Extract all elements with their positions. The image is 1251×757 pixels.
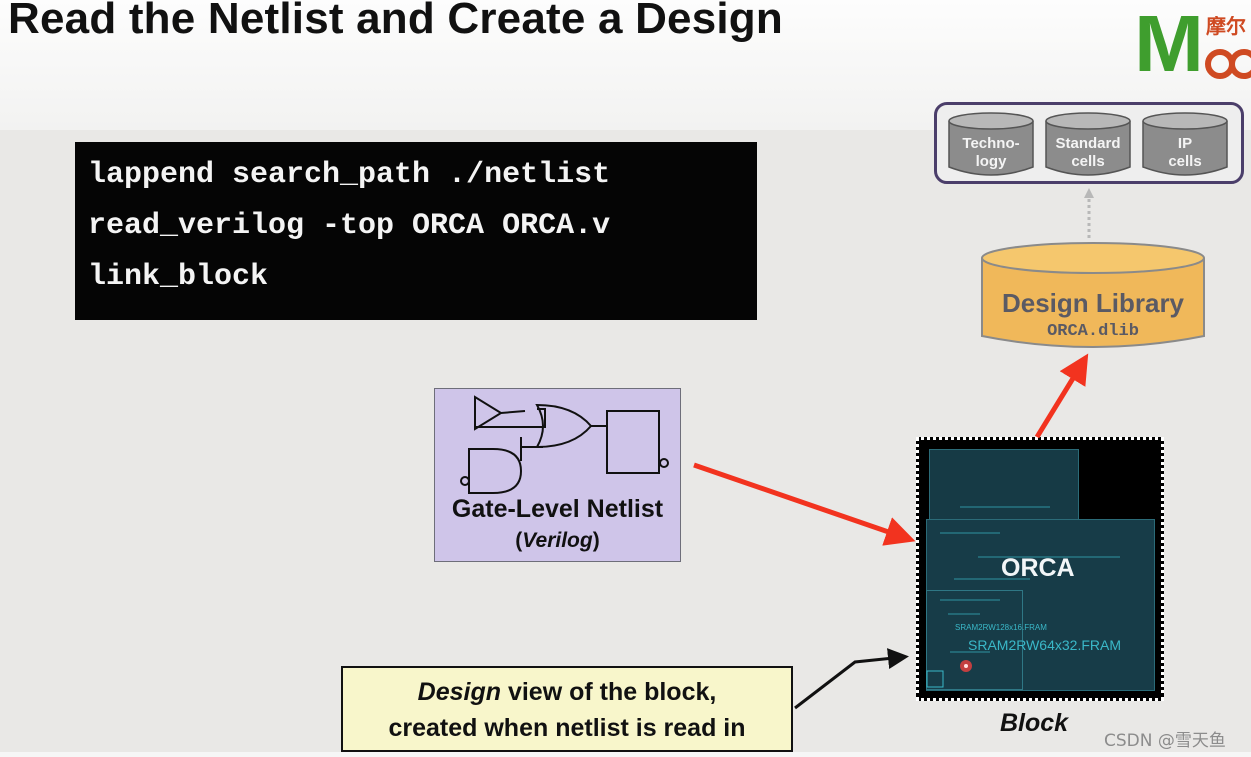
block-region-macro [926,590,1023,690]
library-technology: Techno-logy [947,111,1035,177]
library-label: Techno-logy [947,135,1035,171]
library-label-line2: logy [975,153,1007,170]
library-reference-arrowhead [1084,188,1094,198]
command-code-block: lappend search_path ./netlist read_veril… [75,142,757,320]
block-region-top [929,449,1079,521]
logo-letter: M [1134,16,1204,82]
library-label-line1: IP [1177,135,1193,152]
bottom-band [0,752,1251,757]
code-line-1: lappend search_path ./netlist [88,158,611,192]
gate-level-netlist-box: Gate-Level Netlist (Verilog) [434,388,681,562]
design-library-file: ORCA.dlib [1047,322,1139,341]
callout-line-2: created when netlist is read in [388,714,746,742]
database-cylinder-icon [948,112,1034,176]
sram-label: SRAM2RW64x32.FRAM [968,637,1122,653]
netlist-title: Gate-Level Netlist [451,495,664,523]
netlist-format-close: ) [592,529,600,552]
callout-line-1: Design view of the block, [343,678,791,707]
callout-pointer-arrow [794,648,909,710]
database-cylinder-icon [1045,112,1131,176]
slide-title: Read the Netlist and Create a Design [8,0,783,43]
logic-gates-icon [460,395,669,494]
callout-line-1-rest: view of the block, [501,678,717,706]
library-label-line2: cells [1071,153,1105,170]
netlist-format-open: ( [515,529,523,552]
netlist-to-block-arrow [693,462,916,546]
logo-loop-icon [1205,49,1251,79]
logo-text: 摩尔 [1206,16,1246,38]
library-label-line1: Standard [1055,135,1121,152]
block-to-library-arrow [1034,353,1089,439]
design-library-cylinder-icon [981,242,1205,348]
code-line-3: link_block [88,260,269,294]
library-label-line1: Techno- [962,135,1020,152]
design-library: Design Library ORCA.dlib [980,240,1206,352]
sram-small-label: SRAM2RW128x16.FRAM [955,623,1047,632]
netlist-format: (Verilog) [435,529,680,553]
netlist-format-name: Verilog [522,529,593,552]
code-line-2: read_verilog -top ORCA ORCA.v [88,209,611,243]
block-caption: Block [1000,709,1069,737]
watermark: CSDN @雪天鱼 [1104,731,1226,751]
callout-emphasis: Design [417,678,502,706]
design-view-callout: Design view of the block, created when n… [341,666,793,752]
database-cylinder-icon [1142,112,1228,176]
block-name: ORCA [1001,554,1075,582]
brand-logo: M 摩尔 [1134,16,1251,82]
design-library-title: Design Library [1001,288,1185,318]
library-label-line2: cells [1168,153,1202,170]
